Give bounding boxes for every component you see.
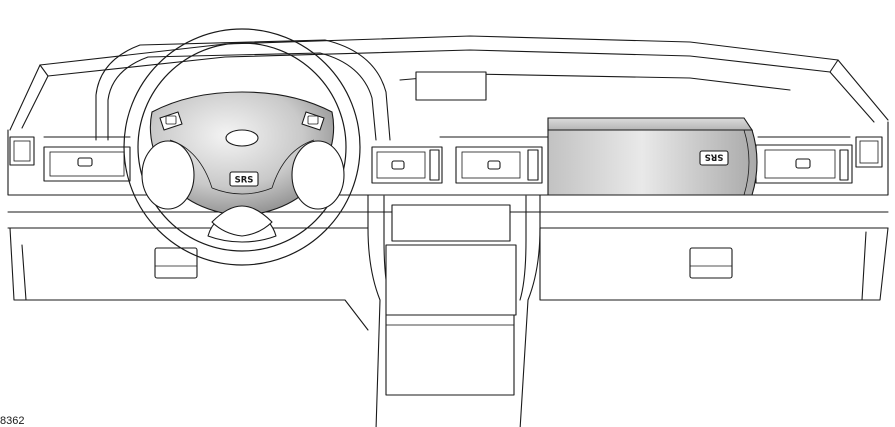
steering-wheel-left-spoke-pad	[141, 140, 195, 210]
steering-wheel-lower-bezel	[211, 205, 273, 237]
console-panel-lower	[385, 314, 515, 396]
driver-srs-label: SRS	[235, 176, 254, 186]
passenger-srs-label: SRS	[705, 152, 724, 162]
center-right-air-vent	[455, 146, 543, 184]
center-left-air-vent	[371, 146, 443, 184]
radio-unit	[391, 204, 511, 242]
instrument-binnacle	[95, 39, 391, 141]
figure-number: 8362	[0, 415, 25, 427]
right-air-vent	[755, 144, 853, 184]
lower-dashboard	[9, 227, 889, 331]
steering-wheel-emblem	[225, 129, 259, 147]
left-glovebox-handle	[154, 247, 198, 279]
dashboard-clock-display	[415, 71, 487, 101]
horn-button-right	[301, 111, 325, 131]
right-glovebox-handle	[689, 247, 733, 279]
horn-button-left	[159, 111, 183, 131]
driver-srs-badge: SRS	[229, 171, 259, 187]
passenger-srs-badge: SRS	[699, 150, 729, 166]
left-side-vent	[9, 136, 35, 166]
steering-wheel-right-spoke-pad	[291, 140, 345, 210]
passenger-airbag-module	[547, 117, 758, 196]
console-panel-middle	[385, 244, 517, 316]
right-side-vent	[855, 136, 883, 168]
left-air-vent	[43, 146, 131, 182]
